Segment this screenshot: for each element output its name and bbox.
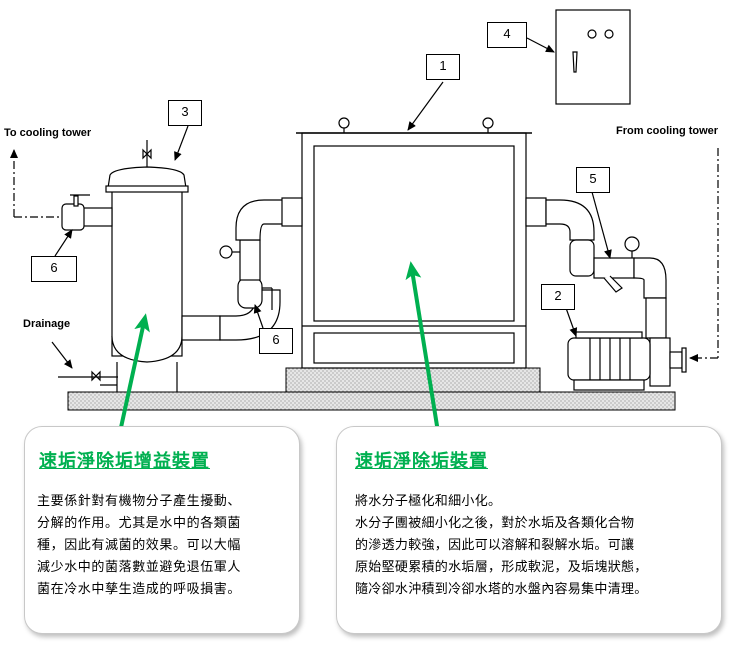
label-to-cooling-tower: To cooling tower: [4, 127, 92, 139]
base-slab: [67, 367, 676, 411]
callout-4: 4: [487, 22, 527, 48]
card-gain-device-body: 主要係針對有機物分子產生擾動、 分解的作用。尤其是水中的各類菌 種，因此有滅菌的…: [37, 491, 241, 601]
callout-2: 2: [541, 284, 575, 310]
leader-lines: [51, 37, 612, 378]
card-descaling-device-line: 將水分子極化和細小化。: [355, 494, 502, 509]
card-gain-device-line: 種，因此有滅菌的效果。可以大幅: [37, 538, 242, 553]
control-box: [555, 9, 631, 105]
callout-1: 1: [426, 54, 460, 80]
card-gain-device-line: 分解的作用。尤其是水中的各類菌: [37, 516, 242, 531]
callout-6-left: 6: [31, 256, 77, 282]
main-unit: [296, 117, 532, 369]
outlet-valve-left: [61, 194, 113, 231]
card-descaling-device: 速垢淨除垢裝置 將水分子極化和細小化。 水分子團被細小化之後，對於水垢及各類化合…: [336, 426, 722, 634]
card-gain-device-title: 速垢淨除垢增益裝置: [39, 451, 210, 472]
card-gain-device-line: 主要係針對有機物分子產生擾動、: [37, 494, 242, 509]
callout-5: 5: [576, 167, 610, 193]
card-descaling-device-line: 的滲透力較強，因此可以溶解和裂解水垢。可讓: [355, 538, 635, 553]
green-arrows: [118, 261, 440, 433]
card-descaling-device-line: 隨冷卻水沖積到冷卻水塔的水盤內容易集中清理。: [355, 582, 648, 597]
left-piping: [181, 197, 303, 341]
card-gain-device-line: 菌在冷水中孳生造成的呼吸損害。: [37, 582, 242, 597]
card-gain-device: 速垢淨除垢增益裝置 主要係針對有機物分子產生擾動、 分解的作用。尤其是水中的各類…: [24, 426, 300, 634]
pump-motor: [567, 331, 651, 391]
card-descaling-device-line: 原始堅硬累積的水垢層，形成軟泥，及垢塊狀態，: [355, 560, 648, 575]
right-piping: [525, 197, 687, 387]
card-descaling-device-title: 速垢淨除垢裝置: [355, 451, 488, 472]
label-from-cooling-tower: From cooling tower: [616, 125, 719, 137]
card-descaling-device-body: 將水分子極化和細小化。 水分子團被細小化之後，對於水垢及各類化合物 的滲透力較強…: [355, 491, 648, 601]
card-descaling-device-line: 水分子團被細小化之後，對於水垢及各類化合物: [355, 516, 635, 531]
callout-3: 3: [168, 100, 202, 126]
flow-lines: [10, 148, 719, 362]
card-gain-device-line: 減少水中的菌落數並避免退伍軍人: [37, 560, 242, 575]
label-drainage: Drainage: [23, 318, 71, 330]
callout-6-mid: 6: [259, 328, 293, 354]
filter-tank: [91, 140, 189, 392]
